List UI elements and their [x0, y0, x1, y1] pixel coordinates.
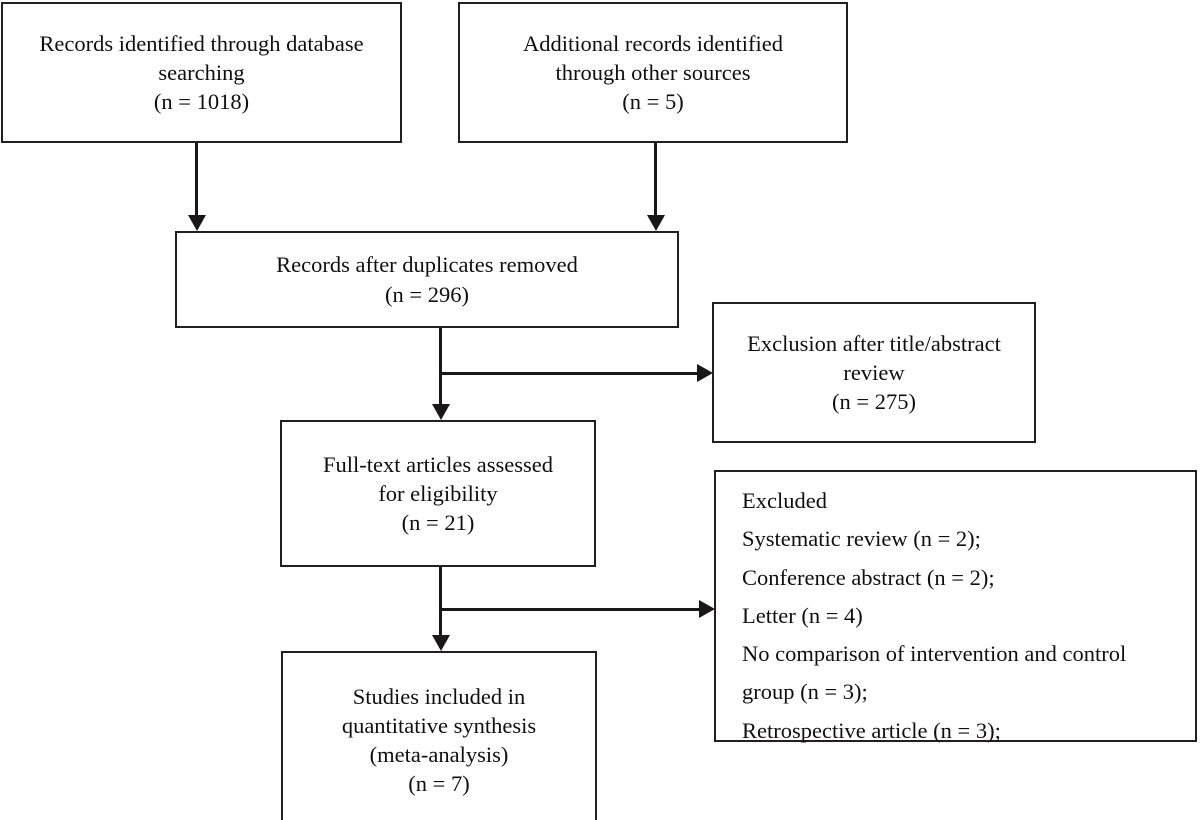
arrowhead-database-to-duplicates — [188, 215, 206, 231]
node-line: quantitative synthesis — [341, 712, 537, 738]
node-line: through other sources — [555, 59, 751, 85]
arrowhead-other-sources-to-duplicates — [647, 215, 665, 231]
node-line: Additional records identified — [523, 30, 783, 56]
excluded-list-item: Conference abstract (n = 2); — [742, 564, 995, 590]
node-line: Full-text articles assessed — [323, 451, 553, 477]
node-exclusion-after-title-abstract: Exclusion after title/abstract review (n… — [712, 302, 1036, 443]
node-line: review — [843, 359, 905, 385]
node-line: (n = 21) — [401, 510, 475, 536]
connector-other-sources-to-duplicates — [654, 143, 657, 215]
connector-database-to-duplicates — [195, 143, 198, 215]
node-line: Exclusion after title/abstract — [747, 330, 1001, 356]
node-line: Records identified through database — [39, 30, 364, 56]
connector-fulltext-to-excluded-reasons — [439, 608, 699, 611]
connector-duplicates-to-fulltext — [439, 328, 442, 404]
node-excluded-reasons: Excluded Systematic review (n = 2); Conf… — [714, 470, 1197, 743]
node-records-after-duplicates-removed: Records after duplicates removed (n = 29… — [175, 231, 679, 328]
arrowhead-fulltext-to-included — [432, 635, 450, 651]
arrowhead-duplicates-to-fulltext — [432, 404, 450, 420]
node-line: (n = 5) — [622, 89, 684, 115]
excluded-list-item: No comparison of intervention and contro… — [742, 641, 1127, 666]
excluded-list-item: group (n = 3); — [742, 679, 868, 705]
node-line: Studies included in — [352, 683, 526, 709]
node-studies-included-quantitative-synthesis: Studies included in quantitative synthes… — [281, 651, 597, 820]
node-line: (n = 296) — [385, 281, 469, 307]
node-line: (meta-analysis) — [369, 742, 509, 767]
node-line: searching — [158, 59, 245, 85]
connector-duplicates-to-exclusion — [439, 372, 697, 375]
connector-fulltext-to-included — [439, 567, 442, 635]
excluded-list-heading: Excluded — [742, 488, 827, 513]
excluded-list-item: Retrospective article (n = 3); — [742, 717, 1001, 743]
node-line: (n = 7) — [408, 771, 470, 797]
excluded-list-item: Systematic review (n = 2); — [742, 526, 981, 552]
node-line: Records after duplicates removed — [276, 252, 578, 278]
node-line: (n = 275) — [832, 389, 916, 415]
arrowhead-duplicates-to-exclusion — [697, 364, 713, 382]
arrowhead-fulltext-to-excluded-reasons — [699, 600, 715, 618]
excluded-list-item: Letter (n = 4) — [742, 602, 863, 628]
node-line: for eligibility — [378, 480, 498, 506]
node-records-identified-database: Records identified through database sear… — [1, 2, 402, 143]
node-additional-records-other-sources: Additional records identified through ot… — [458, 2, 848, 143]
node-line: (n = 1018) — [153, 89, 250, 115]
node-fulltext-articles-assessed: Full-text articles assessed for eligibil… — [280, 420, 596, 567]
